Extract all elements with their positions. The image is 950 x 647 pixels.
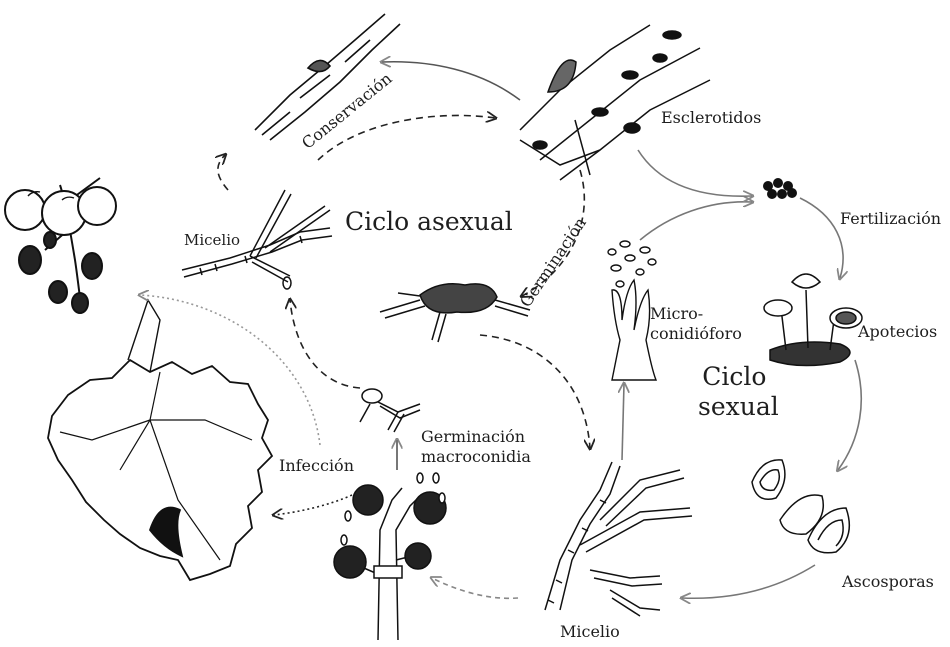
label-microconidioforo-line1: Micro- [650,304,742,324]
arrow-ascosporas-to-micelio [682,565,815,598]
apothecia-icon [764,274,862,366]
grape-leaf-icon [48,300,272,580]
label-esclerotidos: Esclerotidos [661,108,761,127]
mycelium-base-icon [545,462,692,616]
label-ascosporas: Ascosporas [842,572,934,591]
ascospores-icon [752,460,849,553]
label-fertilizacion: Fertilización [840,209,941,228]
germinating-macroconidium-icon [360,389,420,432]
label-microconidioforo-line2: conidióforo [650,324,742,344]
grape-cluster-icon [5,178,116,313]
fertilization-cluster-icon [763,178,797,199]
label-micelio-bottom: Micelio [560,622,620,641]
germinating-sclerotium-icon [380,284,530,342]
label-germinacion-macroconidia-line2: macroconidia [421,447,531,467]
conidiophore-icon [334,473,446,640]
label-infeccion: Infección [279,456,354,475]
label-apotecios: Apotecios [858,322,937,341]
label-micelio-top: Micelio [184,231,240,249]
arrow-microconidia-to-fertilizacion [640,202,752,240]
label-ciclo-sexual: Ciclo sexual [690,362,779,422]
arrow-germinated-to-micelio [290,300,360,388]
label-germinacion-macroconidia: Germinación macroconidia [421,427,531,467]
label-ciclo-sexual-line2: sexual [690,392,779,422]
label-germinacion-macroconidia-line1: Germinación [421,427,531,447]
arrow-esclerotidos-to-conservacion [382,62,520,100]
sclerotia-stem-icon [520,25,710,180]
arrow-fertilizacion-to-apotecios [800,198,843,278]
arrow-micelio-to-microconidioforo [622,384,624,460]
label-ciclo-asexual: Ciclo asexual [345,207,513,236]
arrow-micelio-to-conservacion [218,155,228,190]
label-ciclo-sexual-line1: Ciclo [690,362,779,392]
arrow-esclerotidos-to-fertilizacion [638,150,752,196]
arrow-infeccion [274,495,352,515]
label-microconidioforo: Micro- conidióforo [650,304,742,344]
arrow-micelio-to-conidiophore [432,578,518,598]
microconidiophore-icon [608,241,656,380]
arrow-apotecios-to-ascosporas [838,360,861,470]
